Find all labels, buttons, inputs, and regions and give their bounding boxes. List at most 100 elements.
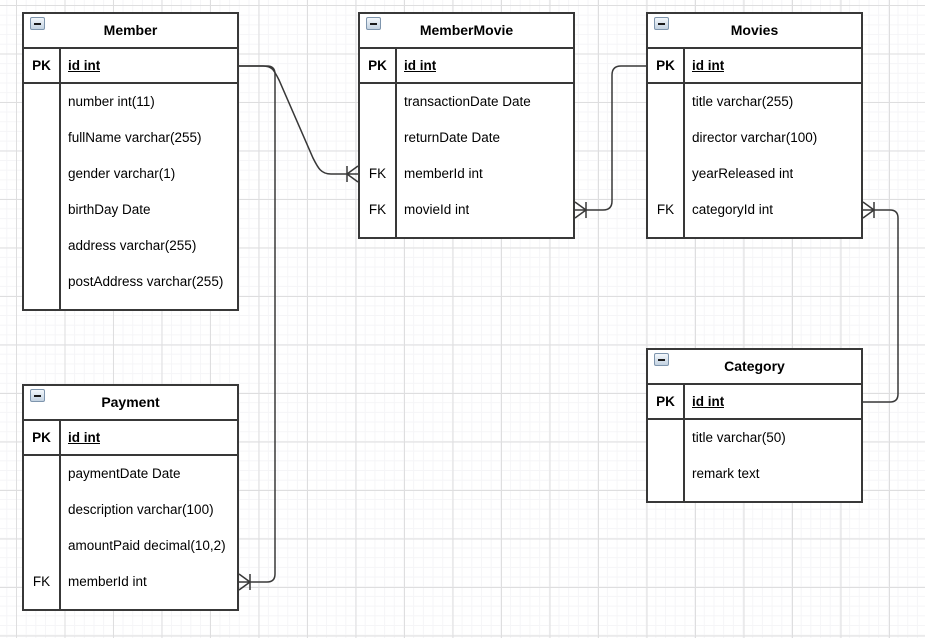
attribute-label: id int — [692, 394, 725, 409]
attribute-row[interactable]: number int(11) — [24, 84, 237, 120]
table-footer-spacer — [648, 228, 861, 237]
attribute-label: number int(11) — [68, 94, 155, 109]
key-cell — [360, 120, 397, 156]
attribute-row[interactable]: paymentDate Date — [24, 456, 237, 492]
attribute-row[interactable]: yearReleased int — [648, 156, 861, 192]
attribute-row[interactable]: address varchar(255) — [24, 228, 237, 264]
collapse-minus-icon[interactable] — [30, 389, 45, 402]
attribute-label: address varchar(255) — [68, 238, 197, 253]
key-cell-spacer — [24, 300, 61, 309]
label-spacer — [685, 492, 692, 501]
attribute-row[interactable]: FK movieId int — [360, 192, 573, 228]
collapse-minus-icon[interactable] — [654, 17, 669, 30]
attribute-row[interactable]: amountPaid decimal(10,2) — [24, 528, 237, 564]
key-cell — [24, 528, 61, 564]
attribute-row[interactable]: returnDate Date — [360, 120, 573, 156]
key-cell — [24, 156, 61, 192]
entity-title: Payment — [101, 394, 160, 410]
key-cell — [24, 264, 61, 300]
key-cell: PK — [24, 421, 61, 454]
attribute-label: title varchar(255) — [692, 94, 794, 109]
key-cell — [24, 228, 61, 264]
attribute-label: id int — [404, 58, 437, 73]
primary-key-row[interactable]: PK id int — [648, 385, 861, 420]
attribute-row[interactable]: transactionDate Date — [360, 84, 573, 120]
attribute-label: movieId int — [404, 202, 470, 217]
entity-header[interactable]: MemberMovie — [360, 14, 573, 49]
key-cell: FK — [24, 564, 61, 600]
attribute-row[interactable]: FK memberId int — [24, 564, 237, 600]
attribute-label: id int — [68, 430, 101, 445]
key-cell: FK — [648, 192, 685, 228]
primary-key-row[interactable]: PK id int — [24, 421, 237, 456]
key-cell — [648, 456, 685, 492]
entity-header[interactable]: Category — [648, 350, 861, 385]
attribute-label: description varchar(100) — [68, 502, 214, 517]
key-cell — [648, 156, 685, 192]
key-cell — [24, 84, 61, 120]
key-cell-spacer — [648, 228, 685, 237]
attribute-row[interactable]: remark text — [648, 456, 861, 492]
attribute-label: amountPaid decimal(10,2) — [68, 538, 226, 553]
attribute-row[interactable]: title varchar(50) — [648, 420, 861, 456]
attribute-label: memberId int — [404, 166, 483, 181]
entity-header[interactable]: Member — [24, 14, 237, 49]
attribute-row[interactable]: birthDay Date — [24, 192, 237, 228]
label-spacer — [397, 228, 404, 237]
attribute-row[interactable]: FK memberId int — [360, 156, 573, 192]
collapse-minus-icon[interactable] — [30, 17, 45, 30]
attribute-row[interactable]: director varchar(100) — [648, 120, 861, 156]
key-cell — [24, 120, 61, 156]
primary-key-row[interactable]: PK id int — [360, 49, 573, 84]
relationship-member-membermovie[interactable] — [239, 65, 359, 183]
key-cell: PK — [648, 49, 685, 82]
attribute-label: id int — [692, 58, 725, 73]
key-cell — [24, 192, 61, 228]
attribute-label: returnDate Date — [404, 130, 501, 145]
relationship-category-movies[interactable] — [862, 201, 899, 403]
attribute-row[interactable]: gender varchar(1) — [24, 156, 237, 192]
entity-header[interactable]: Movies — [648, 14, 861, 49]
table-footer-spacer — [360, 228, 573, 237]
attribute-label: yearReleased int — [692, 166, 794, 181]
attribute-label: memberId int — [68, 574, 147, 589]
attribute-row[interactable]: title varchar(255) — [648, 84, 861, 120]
attribute-row[interactable]: description varchar(100) — [24, 492, 237, 528]
key-cell: FK — [360, 192, 397, 228]
key-cell — [648, 120, 685, 156]
label-spacer — [61, 300, 68, 309]
relationship-member-payment[interactable] — [238, 65, 276, 591]
entity-header[interactable]: Payment — [24, 386, 237, 421]
table-footer-spacer — [648, 492, 861, 501]
key-cell: PK — [24, 49, 61, 82]
entity-title: Category — [724, 358, 785, 374]
key-cell-spacer — [648, 492, 685, 501]
table-footer-spacer — [24, 300, 237, 309]
key-cell: FK — [360, 156, 397, 192]
attribute-label: birthDay Date — [68, 202, 151, 217]
collapse-minus-icon[interactable] — [366, 17, 381, 30]
attribute-row[interactable]: fullName varchar(255) — [24, 120, 237, 156]
collapse-minus-icon[interactable] — [654, 353, 669, 366]
entity-title: Member — [103, 22, 158, 38]
attribute-label: remark text — [692, 466, 760, 481]
attribute-label: postAddress varchar(255) — [68, 274, 224, 289]
relationship-movies-membermovie[interactable] — [574, 65, 646, 219]
primary-key-row[interactable]: PK id int — [648, 49, 861, 84]
key-cell: PK — [648, 385, 685, 418]
label-spacer — [685, 228, 692, 237]
attribute-label: gender varchar(1) — [68, 166, 176, 181]
attribute-row[interactable]: postAddress varchar(255) — [24, 264, 237, 300]
key-cell — [360, 84, 397, 120]
label-spacer — [61, 600, 68, 609]
key-cell: PK — [360, 49, 397, 82]
